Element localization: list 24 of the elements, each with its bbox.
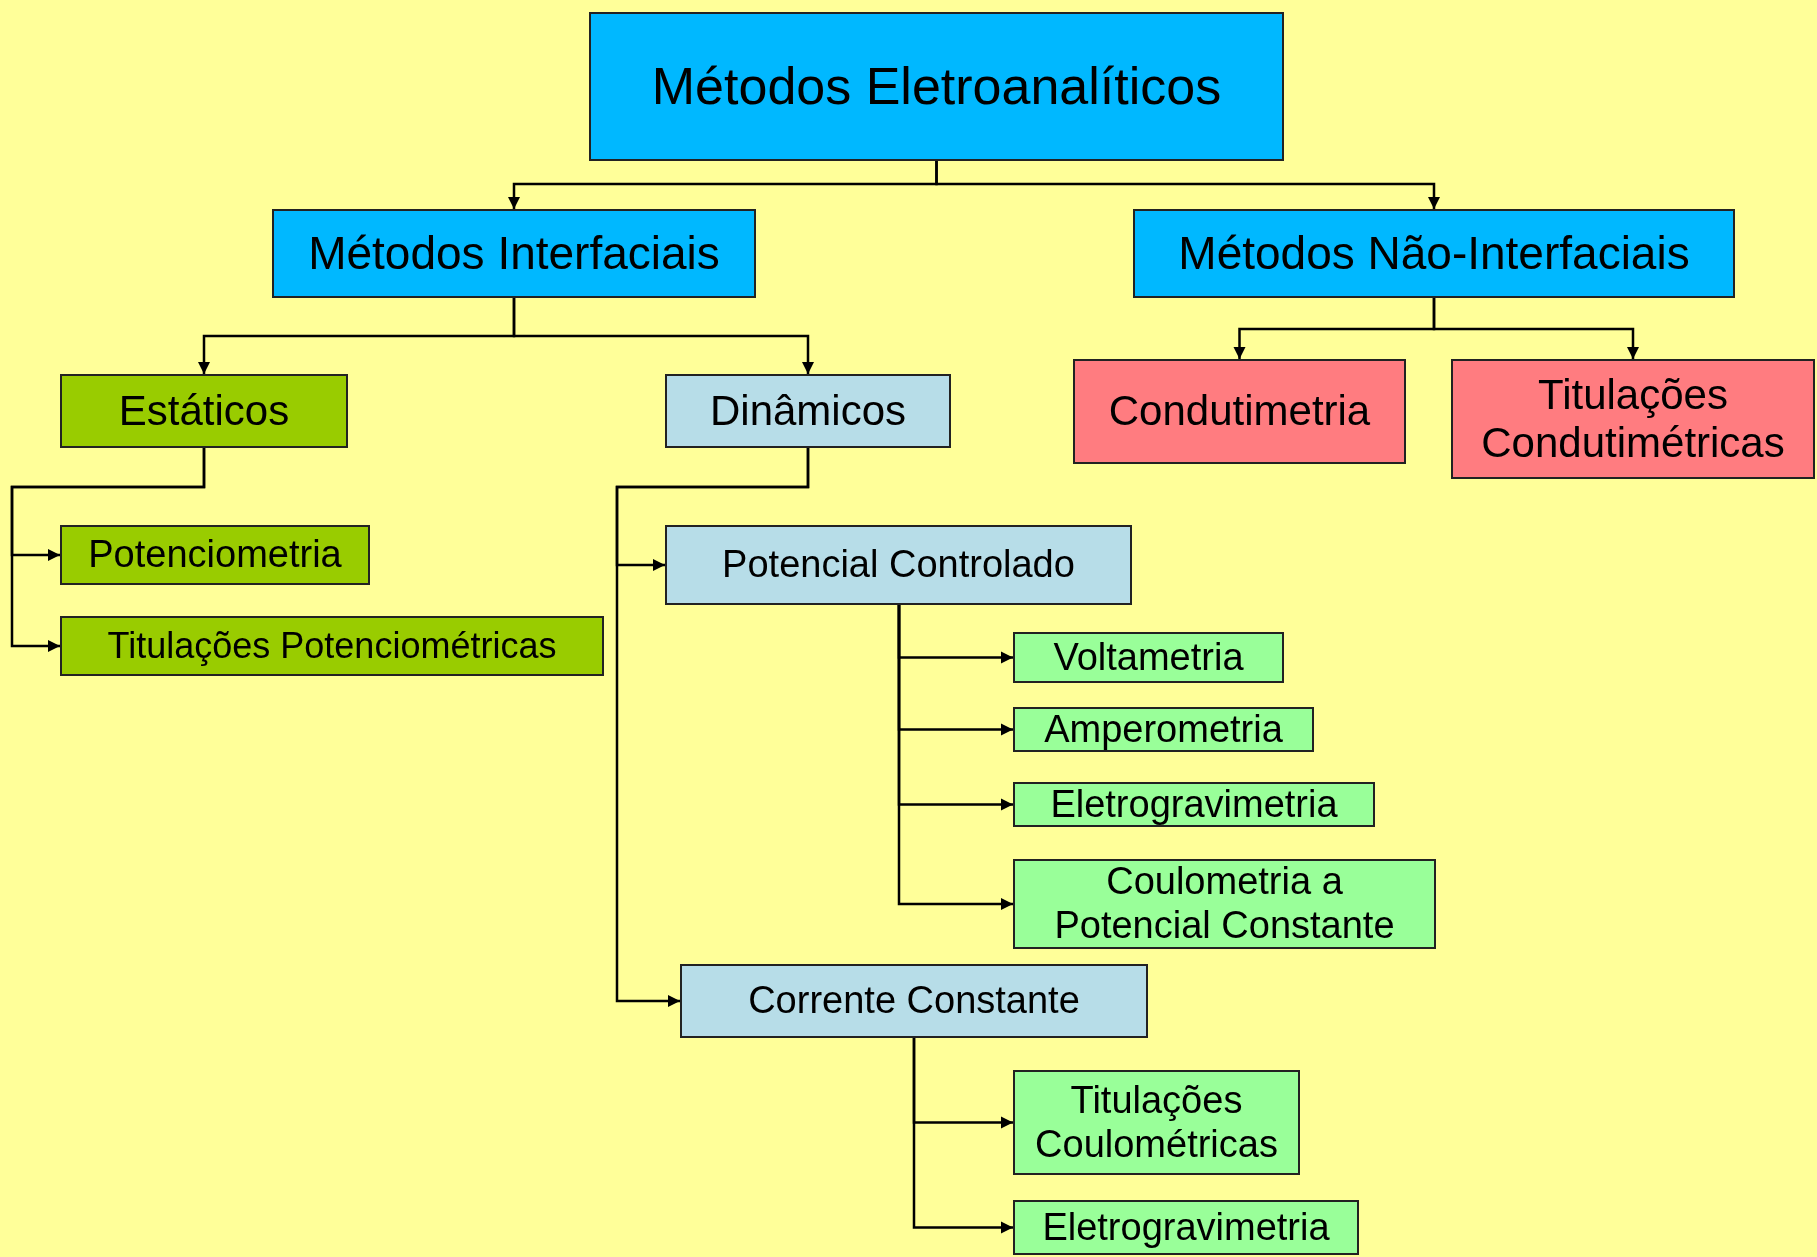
category-box: Métodos Não-Interfaciais xyxy=(1133,209,1735,298)
category-box: Coulometria a Potencial Constante xyxy=(1013,859,1436,949)
category-box: Métodos Interfaciais xyxy=(272,209,756,298)
connector-arrow xyxy=(512,298,815,374)
connector-arrow xyxy=(615,448,810,1008)
category-box: Condutimetria xyxy=(1073,359,1406,464)
category-box: Eletrogravimetria xyxy=(1013,782,1375,827)
category-box: Corrente Constante xyxy=(680,964,1148,1038)
category-box: Titulações Coulométricas xyxy=(1013,1070,1300,1175)
connector-arrow xyxy=(897,605,1013,911)
category-box: Dinâmicos xyxy=(665,374,951,448)
category-box: Titulações Potenciométricas xyxy=(60,616,604,676)
category-box: Potencial Controlado xyxy=(665,525,1132,605)
connector-arrow xyxy=(1432,298,1640,359)
category-box: Amperometria xyxy=(1013,707,1314,752)
category-box: Potenciometria xyxy=(60,525,370,585)
category-box: Estáticos xyxy=(60,374,348,448)
category-box: Voltametria xyxy=(1013,632,1284,683)
connector-arrow xyxy=(912,1038,1013,1234)
category-box: Titulações Condutimétricas xyxy=(1451,359,1815,479)
connector-arrow xyxy=(935,161,1441,209)
category-box: Métodos Eletroanalíticos xyxy=(589,12,1284,161)
category-box: Eletrogravimetria xyxy=(1013,1200,1359,1255)
connector-arrow xyxy=(10,448,206,653)
